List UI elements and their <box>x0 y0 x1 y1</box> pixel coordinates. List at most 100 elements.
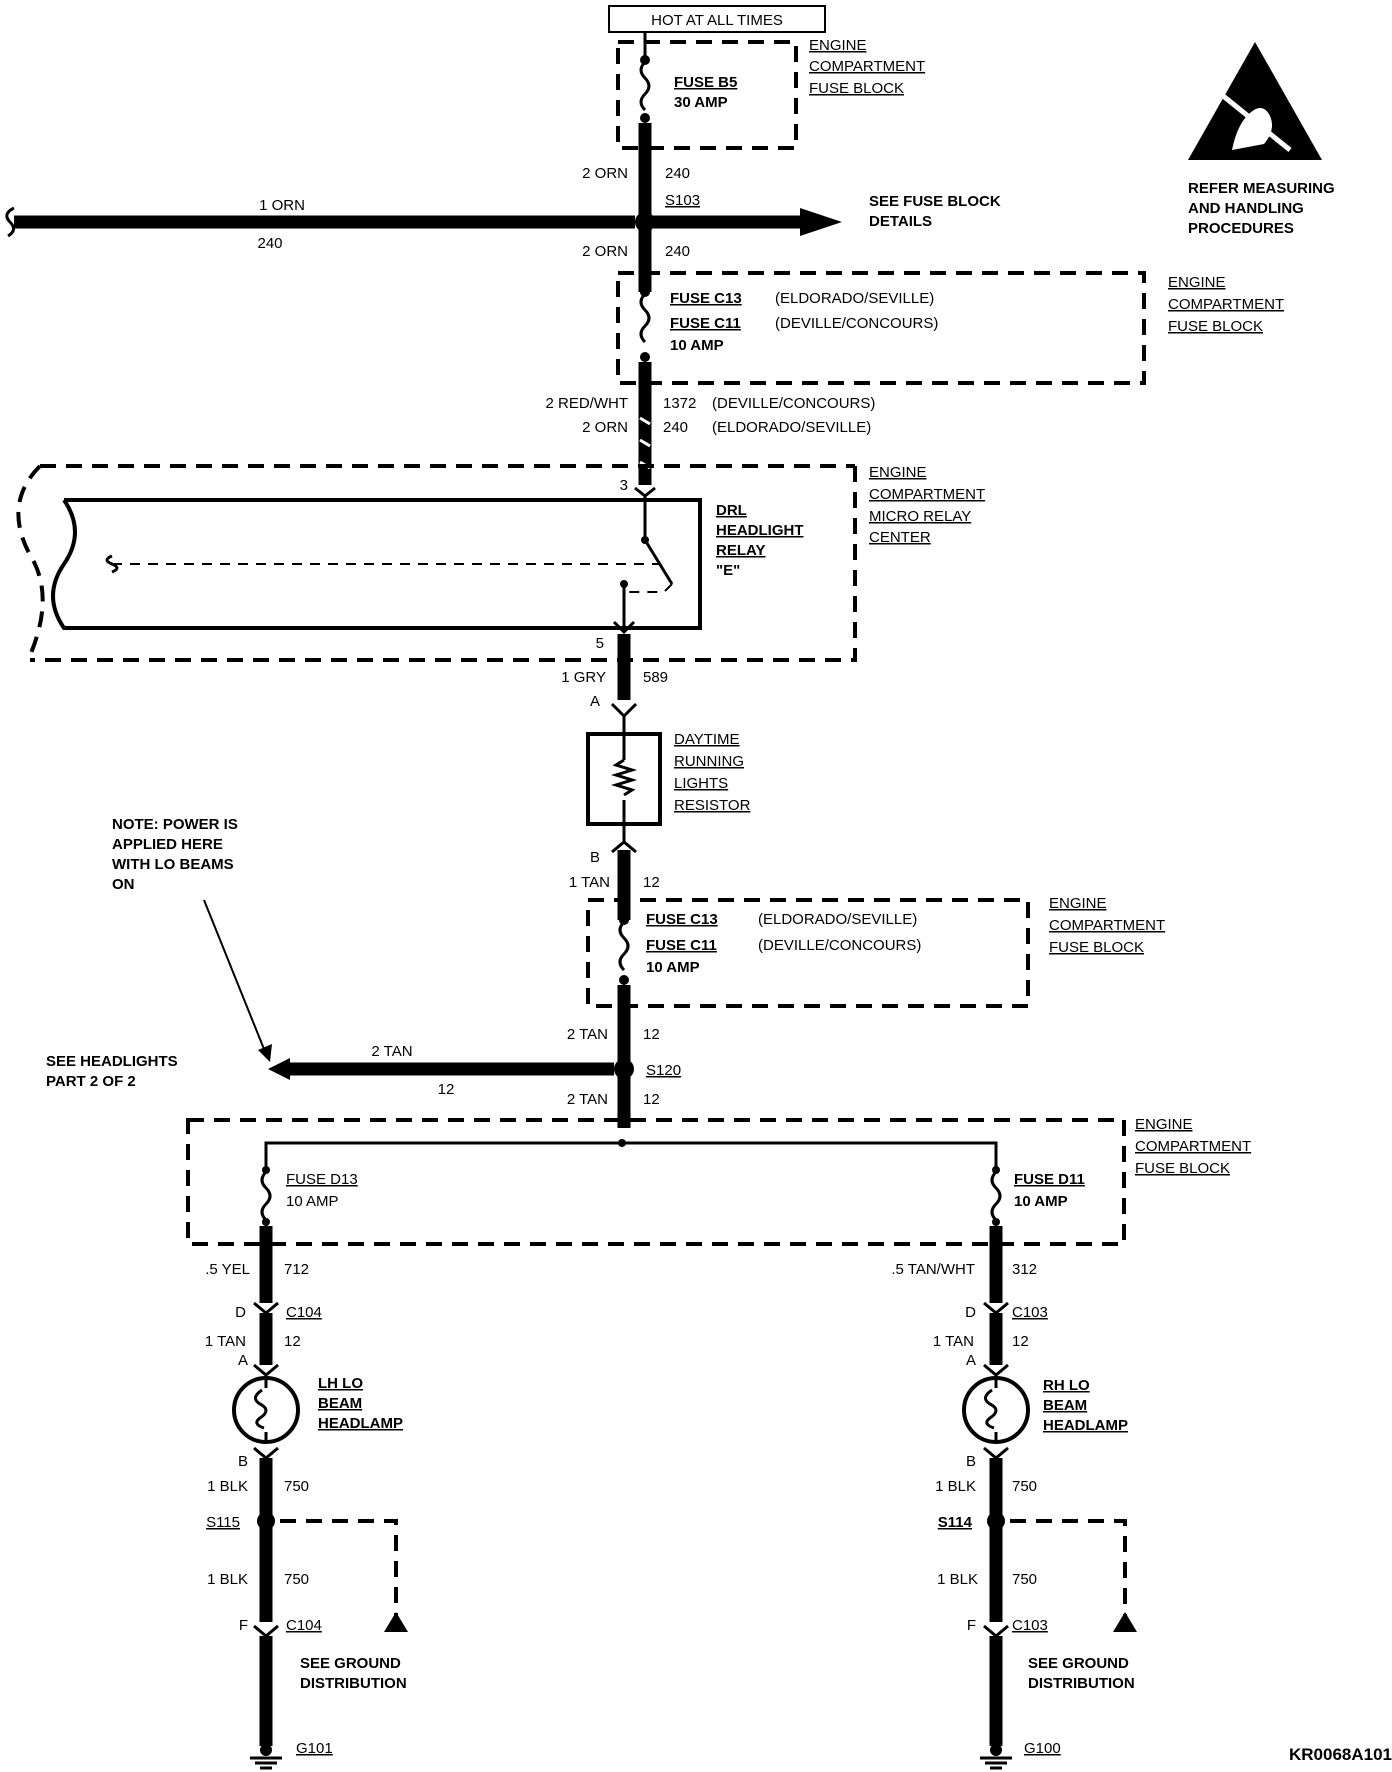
lh-see1: SEE GROUND <box>300 1655 401 1672</box>
figure-code: KR0068A101 <box>1289 1745 1392 1764</box>
fuse-b5-rating: 30 AMP <box>674 94 728 111</box>
fuse-b5-terminal-bottom <box>640 113 650 123</box>
fuse-d11-icon <box>990 1170 1002 1222</box>
fuse-d-block-line3: FUSE BLOCK <box>1135 1160 1230 1177</box>
resistor-pin-b-connector <box>611 840 637 854</box>
lh-conn-c104-f-connector <box>253 1624 279 1638</box>
relay-coil-end-icon <box>105 554 119 574</box>
rh-lamp-line1: RH LO <box>1043 1377 1090 1394</box>
fuse-c-lower-name1: FUSE C13 <box>646 911 718 928</box>
lh-lamp-line3: HEADLAMP <box>318 1415 403 1432</box>
relay-center-line1: ENGINE <box>869 464 927 481</box>
relay-in-b-circuit: 240 <box>663 419 688 436</box>
fuse-c-upper-model2: (DEVILLE/CONCOURS) <box>775 315 938 332</box>
lh-headlamp-filament-icon <box>254 1378 268 1442</box>
fuse-d-block-line1: ENGINE <box>1135 1116 1193 1133</box>
fuse-c-lower-name2: FUSE C11 <box>646 937 717 954</box>
block-top-line1: ENGINE <box>809 37 867 54</box>
resistor-line1: DAYTIME <box>674 731 740 748</box>
s120-below-circuit: 12 <box>643 1091 660 1108</box>
arrow-left-icon <box>268 1058 290 1080</box>
fuse-c-upper-name1: FUSE C13 <box>670 290 742 307</box>
lh-conn-pin-f: F <box>239 1617 248 1634</box>
block-top-line3: FUSE BLOCK <box>809 80 904 97</box>
relay-name2: HEADLIGHT <box>716 522 804 539</box>
fuse-d13-icon <box>260 1170 272 1222</box>
s103-see-line1: SEE FUSE BLOCK <box>869 193 1001 210</box>
fuse-c-lower-icon <box>618 920 630 972</box>
resistor-line3: LIGHTS <box>674 775 728 792</box>
s120-left-size-color: 2 TAN <box>371 1043 412 1060</box>
lh-fuse-name: FUSE D13 <box>286 1171 358 1188</box>
arrow-right-icon <box>800 208 842 236</box>
fuse-c-lower-terminal-bottom <box>619 975 629 985</box>
note-pointer <box>203 899 267 1055</box>
fuse-c-lower-terminal-top <box>619 915 629 925</box>
rh-lamp-pin-b-connector <box>983 1446 1009 1460</box>
fuse-d11-terminal-bottom <box>992 1218 1000 1226</box>
rh-w1-circuit: 312 <box>1012 1261 1037 1278</box>
lh-w1-size-color: .5 YEL <box>205 1261 250 1278</box>
resistor-pin-a: A <box>590 693 600 710</box>
relay-name3: RELAY <box>716 542 765 559</box>
fuse-c-lower-model2: (DEVILLE/CONCOURS) <box>758 937 921 954</box>
lh-lamp-pin-a-connector <box>253 1363 279 1377</box>
block-top-line2: COMPARTMENT <box>809 58 925 75</box>
esd-warning-icon <box>1188 42 1322 160</box>
lh-conn-c104-d-connector <box>253 1301 279 1315</box>
s120-below-size-color: 2 TAN <box>567 1091 608 1108</box>
rh-lamp-pin-a-connector <box>983 1363 1009 1377</box>
resistor-pin-a-connector <box>610 702 638 719</box>
lh-fuse-rating: 10 AMP <box>286 1193 339 1210</box>
resistor-icon <box>610 758 638 797</box>
s120-see-line2: PART 2 OF 2 <box>46 1073 136 1090</box>
note-line2: APPLIED HERE <box>112 836 223 853</box>
lh-lamp-pin-b-connector <box>253 1446 279 1460</box>
s103-below-size-color: 2 ORN <box>582 243 628 260</box>
resistor-out-size-color: 1 TAN <box>569 874 610 891</box>
fuse-c-upper-block-line1: ENGINE <box>1168 274 1226 291</box>
note-line1: NOTE: POWER IS <box>112 816 238 833</box>
rh-w4-size-color: 1 BLK <box>937 1571 978 1588</box>
relay-pin-3-connector <box>634 486 656 498</box>
relay-pin-out: 5 <box>596 635 604 652</box>
rh-fuse-rating: 10 AMP <box>1014 1193 1068 1210</box>
warning-line2: AND HANDLING <box>1188 200 1304 217</box>
relay-in-b-size-color: 2 ORN <box>582 419 628 436</box>
fuse-c-upper-name2: FUSE C11 <box>670 315 741 332</box>
s120-left-circuit: 12 <box>438 1081 455 1098</box>
w-top-size-color: 2 ORN <box>582 165 628 182</box>
lh-lamp-line1: LH LO <box>318 1375 363 1392</box>
micro-relay-center-break <box>16 464 45 661</box>
relay-out-circuit: 589 <box>643 669 668 686</box>
rh-splice: S114 <box>938 1514 973 1531</box>
fuse-c-lower-rating: 10 AMP <box>646 959 700 976</box>
lh-ground: G101 <box>296 1740 333 1757</box>
note-line4: ON <box>112 876 135 893</box>
s120-label: S120 <box>646 1062 681 1079</box>
relay-pin-in: 3 <box>620 477 628 494</box>
fuse-c-lower-block-line1: ENGINE <box>1049 895 1107 912</box>
lh-lamp-line2: BEAM <box>318 1395 362 1412</box>
fuse-c-lower-block-line3: FUSE BLOCK <box>1049 939 1144 956</box>
relay-center-line3: MICRO RELAY <box>869 508 971 525</box>
rh-w3-size-color: 1 BLK <box>935 1478 976 1495</box>
fuse-c-upper-terminal-bottom <box>640 352 650 362</box>
lh-see2: DISTRIBUTION <box>300 1675 407 1692</box>
ground-g101-icon <box>250 1744 282 1770</box>
s120-above-circuit: 12 <box>643 1026 660 1043</box>
rh-conn-pin-d: D <box>965 1304 976 1321</box>
rh-w2-size-color: 1 TAN <box>933 1333 974 1350</box>
lh-conn: C104 <box>286 1304 322 1321</box>
relay-switch-link <box>624 583 673 593</box>
s103-left-size-color: 1 ORN <box>259 197 305 214</box>
lh-w1-circuit: 712 <box>284 1261 309 1278</box>
wire-continuation-left-icon <box>5 206 15 238</box>
fuse-b5-block-outline <box>616 40 798 150</box>
rh-conn-c103-d-connector <box>983 1301 1009 1315</box>
s103-see-line2: DETAILS <box>869 213 932 230</box>
relay-in-a-circuit: 1372 <box>663 395 696 412</box>
s103-label: S103 <box>665 192 700 209</box>
resistor-line2: RUNNING <box>674 753 744 770</box>
resistor-line4: RESISTOR <box>674 797 751 814</box>
